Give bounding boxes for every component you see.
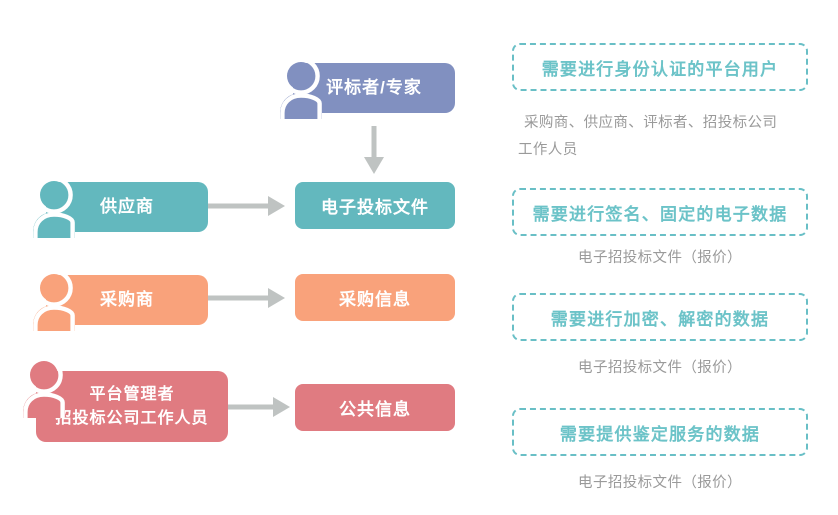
caption-line: 电子招投标文件（报价） [578, 250, 742, 266]
actor-expert-line-1: 评标者/专家 [326, 77, 422, 97]
requirement-card-identity-authentication[interactable]: 需要进行身份认证的平台用户 [512, 43, 808, 91]
target-bid-file[interactable]: 电子投标文件 [295, 182, 455, 229]
requirement-title: 需要进行签名、固定的电子数据 [532, 204, 788, 224]
arrow-shaft [190, 203, 270, 209]
requirement-card-forensic-service[interactable]: 需要提供鉴定服务的数据 [512, 408, 808, 456]
person-icon [18, 356, 80, 418]
requirement-card-encryption-decryption[interactable]: 需要进行加密、解密的数据 [512, 293, 808, 341]
target-purchase-info[interactable]: 采购信息 [295, 274, 455, 321]
arrow-purchaser-to-purchase-info [190, 288, 285, 308]
arrow-head [364, 157, 384, 174]
requirement-caption-signature-fixation: 电子招投标文件（报价） [512, 245, 808, 272]
actor-admin-line-1: 平台管理者 [89, 386, 175, 404]
requirement-caption-encryption-decryption: 电子招投标文件（报价） [512, 355, 808, 382]
arrow-expert-to-bid-file [363, 126, 385, 174]
actor-expert[interactable]: 评标者/专家 [275, 57, 455, 119]
arrow-head [273, 397, 290, 417]
requirement-caption-forensic-service: 电子招投标文件（报价） [512, 470, 808, 497]
caption-line: 电子招投标文件（报价） [578, 475, 742, 491]
caption-line: 工作人员 [518, 141, 578, 158]
caption-line: 采购商、供应商、评标者、招投标公司 [524, 115, 778, 131]
target-bid-file-label: 电子投标文件 [321, 198, 429, 217]
actor-purchaser[interactable]: 采购商 [28, 269, 208, 331]
requirement-title: 需要提供鉴定服务的数据 [559, 424, 761, 444]
target-public-info-label: 公共信息 [339, 400, 411, 419]
person-icon [28, 269, 90, 331]
requirement-card-signature-fixation[interactable]: 需要进行签名、固定的电子数据 [512, 188, 808, 236]
arrow-head [268, 288, 285, 308]
arrow-admin-to-public-info [212, 397, 290, 417]
arrow-shaft [371, 126, 377, 159]
target-purchase-info-label: 采购信息 [339, 290, 411, 309]
actor-supplier[interactable]: 供应商 [28, 176, 208, 238]
actor-purchaser-line-1: 采购商 [100, 289, 154, 309]
actor-admin-label: 平台管理者 招投标公司工作人员 [36, 371, 228, 442]
person-icon [275, 57, 337, 119]
actor-supplier-line-1: 供应商 [100, 196, 154, 216]
arrow-head [268, 196, 285, 216]
arrow-supplier-to-bid-file [190, 196, 285, 216]
requirement-caption-identity-authentication: 采购商、供应商、评标者、招投标公司 工作人员 [518, 110, 814, 164]
requirement-title: 需要进行身份认证的平台用户 [541, 59, 779, 79]
actor-admin-line-2: 招投标公司工作人员 [55, 409, 209, 427]
requirement-title: 需要进行加密、解密的数据 [550, 309, 770, 329]
person-icon [28, 176, 90, 238]
caption-line: 电子招投标文件（报价） [578, 360, 742, 376]
target-public-info[interactable]: 公共信息 [295, 384, 455, 431]
arrow-shaft [212, 404, 275, 410]
actor-admin[interactable]: 平台管理者 招投标公司工作人员 [18, 356, 228, 442]
arrow-shaft [190, 295, 270, 301]
